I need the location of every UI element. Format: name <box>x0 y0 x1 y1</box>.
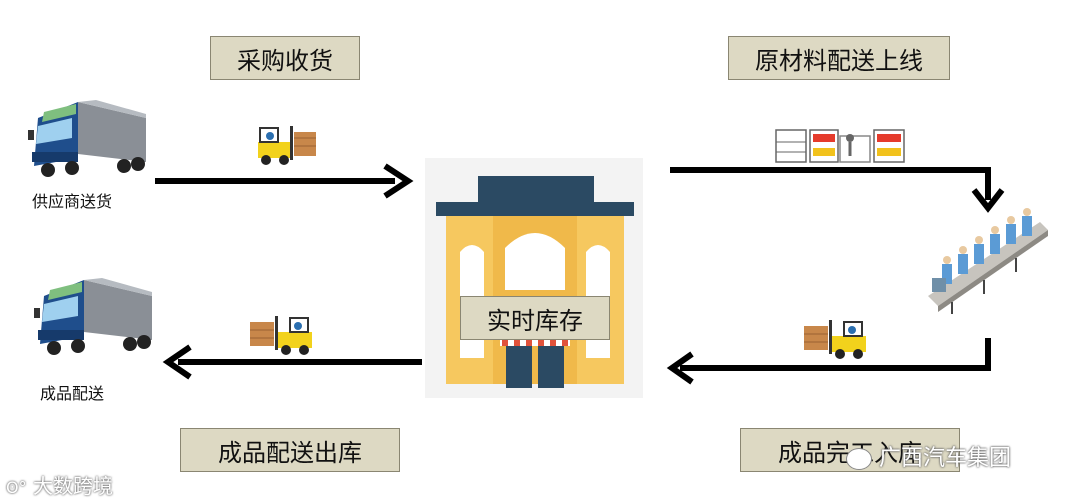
truck-icon <box>28 100 146 177</box>
label-raw-material-delivery: 原材料配送上线 <box>728 36 950 80</box>
forklift-icon <box>250 316 312 355</box>
label-finished-goods-delivery-out: 成品配送出库 <box>180 428 400 472</box>
wechat-icon <box>846 448 872 470</box>
truck-icon <box>34 278 152 355</box>
watermark-logo-icon: ʘ° <box>6 478 27 497</box>
watermark-right-text: 广西汽车集团 <box>879 446 1012 471</box>
watermark-left-text: 大数跨境 <box>32 474 113 498</box>
assembly-line-icon <box>928 208 1048 314</box>
caption-supplier-delivery: 供应商送货 <box>32 192 113 211</box>
arrow-production-to-warehouse <box>666 338 991 385</box>
watermark-right: 广西汽车集团 <box>846 440 1011 472</box>
warehouse-building-icon <box>425 158 643 398</box>
label-real-time-inventory: 实时库存 <box>460 296 610 340</box>
arrow-warehouse-to-production <box>670 167 1005 213</box>
arrow-supplier-to-warehouse <box>155 163 414 199</box>
forklift-icon <box>804 320 866 359</box>
caption-finished-goods-delivery: 成品配送 <box>40 384 105 403</box>
label-purchase-receive: 采购收货 <box>210 36 360 80</box>
arrow-warehouse-to-delivery <box>162 344 422 380</box>
forklift-icon <box>258 126 316 165</box>
watermark-left: ʘ° 大数跨境 <box>6 470 113 499</box>
rack-icon <box>775 129 905 163</box>
